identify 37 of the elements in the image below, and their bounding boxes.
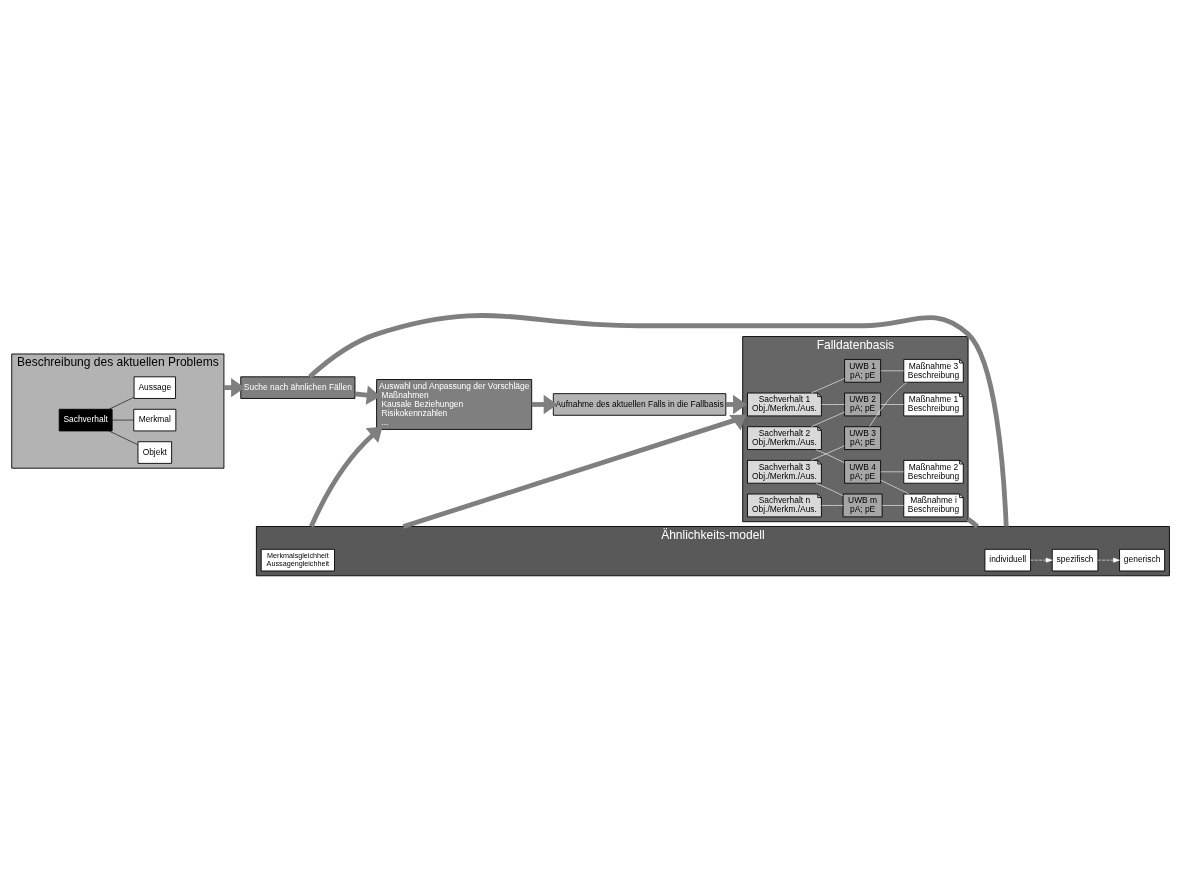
arrow	[402, 414, 747, 529]
node-box: Aussage	[133, 376, 176, 399]
node-box: Objekt	[137, 441, 173, 464]
connector	[880, 404, 904, 405]
arrow	[1030, 557, 1053, 563]
connector	[815, 449, 845, 464]
node-box: Merkmal	[133, 408, 177, 432]
connector	[880, 370, 904, 372]
connector	[308, 313, 1009, 527]
connector	[821, 505, 844, 506]
connector	[108, 430, 139, 446]
node-box: Suche nach ähnlichen Fällen	[240, 376, 356, 399]
connector	[880, 480, 910, 495]
node-box: individuell	[984, 548, 1032, 572]
node-box: generisch	[1119, 548, 1166, 572]
node-box: UWB 2 pA; pE	[844, 392, 882, 417]
node-box: UWB 3 pA; pE	[844, 426, 882, 450]
connector	[811, 411, 845, 427]
node-box: Aufnahme des aktuellen Falls in die Fallbasis	[552, 393, 727, 416]
node-box: Auswahl und Anpassung der Vorschläge Maßnahmen Kausale Beziehungen Risikokennzahlen ...	[376, 379, 533, 430]
connector	[111, 419, 134, 421]
node-box: UWB m pA; pE	[842, 493, 883, 518]
connector	[811, 378, 845, 394]
arrow	[309, 426, 383, 528]
arrow	[1097, 557, 1120, 563]
connector	[869, 382, 908, 427]
node-box: Sachverhalt	[58, 408, 113, 432]
connector	[821, 404, 845, 405]
connector	[966, 517, 979, 529]
node-box: UWB 4 pA; pE	[844, 459, 882, 484]
connector	[815, 483, 844, 496]
connector	[108, 397, 135, 410]
connector	[811, 445, 845, 461]
connector	[880, 471, 904, 473]
node-box: spezifisch	[1051, 548, 1099, 572]
connector	[881, 505, 904, 506]
node-box: UWB 1 pA; pE	[844, 358, 882, 383]
